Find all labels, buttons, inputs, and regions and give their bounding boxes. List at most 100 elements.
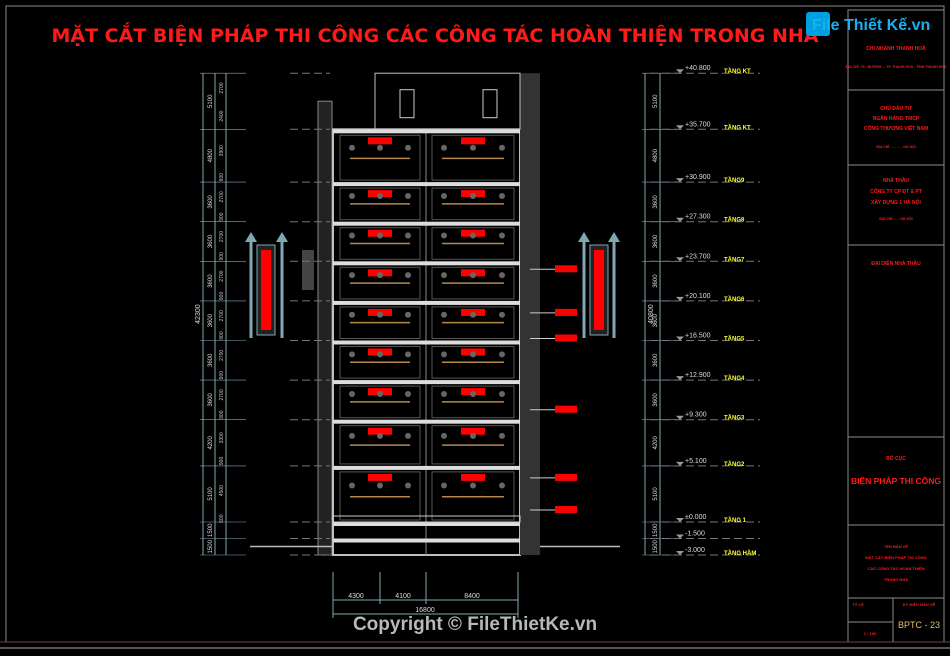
worker-icon [405,232,411,239]
worker-icon [499,311,505,318]
room-bay [431,227,515,260]
worker-icon [470,311,476,318]
dimension-text: 3600 [653,313,659,327]
worker-icon [377,432,383,439]
tb-contractor-2: XÂY DỰNG 1 HÀ NỘI [871,198,922,206]
worker-icon [441,482,447,489]
level-floor-name: TẦNG7 [724,256,745,263]
title-block [848,89,944,642]
level-elevation: +16.500 [685,333,711,340]
floor-slab [333,221,520,226]
dimension-subtext: 2700 [219,231,225,242]
dimension-subtext: 900 [219,371,225,380]
dimension-text: 1500 [208,539,214,553]
worker-icon [349,144,355,151]
dimension-text: 3600 [208,195,214,209]
red-work-label [368,427,392,435]
red-work-label [368,137,392,145]
tb-owner-address: ĐỊA CHỈ: 79 - ĐƯỜNG ... TP. THANH HOÁ - … [846,64,947,69]
left-dimensions: 5100480036003600360036003600360042005100… [195,72,246,556]
room-bay [431,425,515,465]
worker-icon [377,232,383,239]
room-bay [339,346,421,379]
worker-icon [441,144,447,151]
worker-icon [349,192,355,199]
level-triangle-icon [676,217,684,222]
worker-icon [377,311,383,318]
floor-slab [333,300,520,305]
arrow-head-icon [245,232,257,242]
worker-icon [405,351,411,358]
worker-icon [499,482,505,489]
room-bay [339,187,421,221]
floor-slab [333,182,520,187]
red-callout [555,405,577,413]
worker-icon [377,144,383,151]
room-bay [431,385,515,419]
room-bay [339,227,421,260]
copyright-watermark: Copyright © FileThietKe.vn [353,614,597,635]
red-callout [555,506,577,513]
dimension-subtext: 900 [219,173,225,182]
level-floor-name: TẦNG 1 [724,517,747,524]
worker-icon [441,311,447,318]
worker-icon [377,272,383,279]
worker-icon [349,432,355,439]
dimension-text: 5100 [208,94,214,108]
tb-sheet-label: BỐ CỤC [886,455,906,462]
worker-icon [349,311,355,318]
dimension-text: 3600 [653,274,659,288]
bottom-dim-span-2: 4100 [395,593,411,600]
dimension-text: 5100 [653,94,659,108]
bottom-dimensions [332,572,519,618]
level-floor-name: TẦNG HẦM [724,550,756,557]
worker-icon [441,272,447,279]
dimension-text: 4800 [208,148,214,162]
worker-icon [405,144,411,151]
room-bay [431,266,515,300]
dimension-text: 4200 [653,435,659,449]
level-triangle-icon [676,461,684,466]
room-bay [339,425,421,465]
dimension-text: 3600 [208,313,214,327]
tb-investor-address: ĐỊA CHỈ: ... - ... - HÀ NỘI [876,144,915,149]
dimension-subtext: 2700 [219,389,225,400]
dimension-text: 3600 [208,234,214,248]
level-floor-name: TẦNG8 [724,217,745,224]
floor-slab [333,129,520,134]
level-floor-name: TẦNG5 [724,336,745,343]
level-triangle-icon [676,69,684,74]
arrow-head-icon [608,232,620,242]
red-work-label [461,137,485,145]
tb-sheet-code: BPTC - 23 [898,620,940,630]
dimension-text: 1500 [653,523,659,537]
dimension-subtext: 900 [219,252,225,261]
tb-investor-1: NGÂN HÀNG TMCP [873,115,920,122]
red-work-label [461,473,485,481]
arrow-head-icon [276,232,288,242]
dimension-text: 3600 [653,234,659,248]
room-bay [431,346,515,379]
arrow-head-icon [578,232,590,242]
level-triangle-icon [676,257,684,262]
dimension-subtext: 2700 [219,191,225,202]
worker-icon [499,232,505,239]
worker-icon [470,232,476,239]
worker-icon [405,311,411,318]
dimension-total: 42300 [195,304,202,324]
tb-name-label: TÊN BẢN VẼ [884,544,909,549]
tb-scale-label: TỶ LỆ [852,602,864,607]
worker-icon [405,482,411,489]
level-floor-name: TẦNG4 [724,375,745,382]
tb-contractor-address: ĐỊA CHỈ: ... - HÀ NỘI [879,216,912,221]
dimension-text: 5100 [208,487,214,501]
room-bay [339,385,421,419]
room-bay [339,306,421,339]
penthouse-window [399,89,415,119]
worker-icon [405,192,411,199]
tb-name-2: CÁC CÔNG TÁC HOÀN THIỆN [867,566,924,571]
dimension-text: 3600 [653,195,659,209]
red-callout [555,265,577,273]
worker-icon [499,192,505,199]
